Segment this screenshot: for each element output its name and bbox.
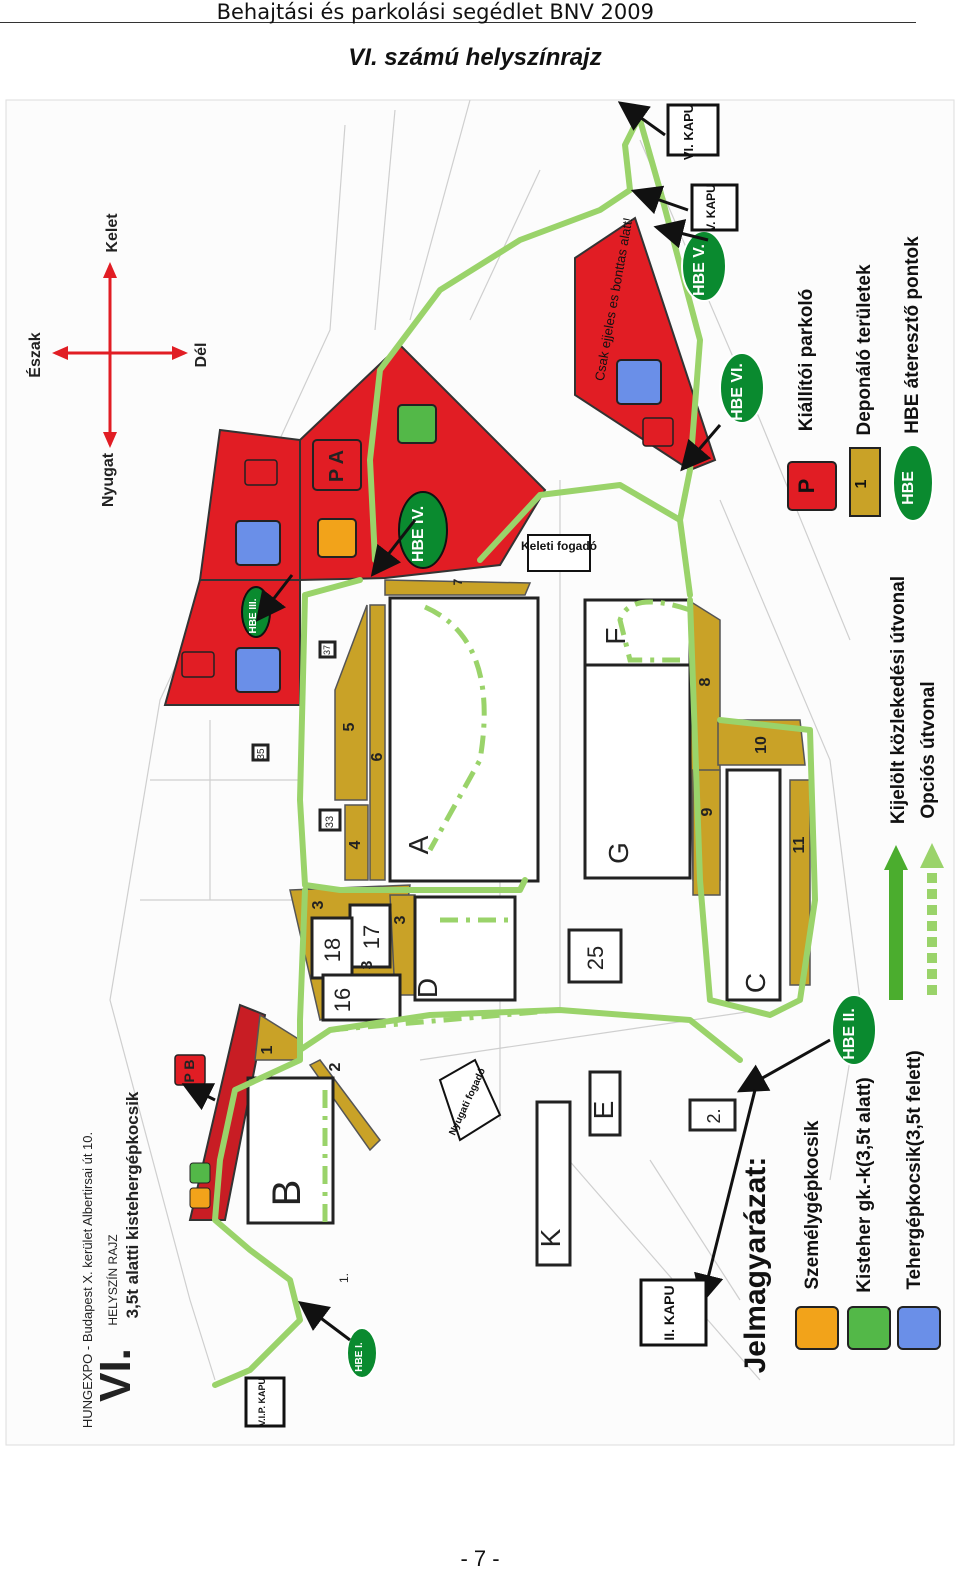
hall-33-label: 33 bbox=[324, 816, 336, 828]
hall-b-label: B bbox=[265, 1180, 309, 1207]
doc-title-block: VI. HUNGEXPO - Budapest X. kerület Alber… bbox=[80, 1091, 142, 1428]
van-icon bbox=[397, 404, 437, 444]
legend-title: Jelmagyarázat: bbox=[739, 1157, 772, 1374]
vehicle-icons bbox=[189, 359, 662, 1209]
compass bbox=[52, 262, 188, 448]
hall-k-label: K bbox=[535, 1228, 566, 1247]
hall-f-label: F bbox=[600, 627, 631, 644]
legend-item-optional: Opciós útvonal bbox=[918, 681, 939, 818]
legend-item-route: Kijelölt közlekedési útvonal bbox=[888, 576, 909, 824]
hbe-points bbox=[241, 230, 877, 1379]
svg-text:P: P bbox=[794, 479, 819, 494]
optional-routes bbox=[322, 599, 691, 1230]
hall-18-label: 18 bbox=[320, 938, 345, 962]
compass-north-label: Észak bbox=[25, 332, 44, 377]
hall-c-label: C bbox=[740, 973, 771, 993]
hall-35-label: 35 bbox=[256, 748, 267, 760]
hall-2-label: 2. bbox=[704, 1108, 724, 1123]
parking-signs bbox=[174, 417, 674, 1086]
legend-item-deposit: Deponáló területek bbox=[854, 264, 875, 435]
legend-deposit-number: 1 bbox=[853, 479, 870, 488]
legend-item-van: Kisteher gk.-k(3,5t alatt) bbox=[854, 1077, 875, 1292]
hall-a-label: A bbox=[403, 835, 434, 854]
legend-item-car: Személygépkocsik bbox=[802, 1120, 823, 1289]
deposit-7-label: 7 bbox=[451, 578, 465, 585]
legend: Jelmagyarázat: P 1 HBE Kiállítói parkoló… bbox=[739, 236, 944, 1374]
legend-hbe-label: HBE bbox=[900, 471, 917, 505]
hall-d-label: D bbox=[412, 978, 443, 998]
legend-truck-icon bbox=[897, 1306, 941, 1350]
hbe-vi-label: HBE VI. bbox=[729, 363, 746, 421]
doc-title-line1: HUNGEXPO - Budapest X. kerület Albertirs… bbox=[80, 1132, 95, 1428]
page-header: Behajtási és parkolási segédlet BNV 2009 bbox=[0, 0, 916, 24]
page-title: VI. számú helyszínrajz bbox=[0, 44, 960, 72]
parking-a-label: P A bbox=[326, 450, 348, 482]
page-number: - 7 - bbox=[460, 1546, 500, 1571]
legend-deposit-swatch bbox=[849, 447, 881, 517]
parking-p-labels: P A P B bbox=[181, 450, 348, 1083]
legend-car-icon bbox=[795, 1306, 839, 1350]
hbe-ii-label: HBE II. bbox=[841, 1008, 858, 1060]
deposit-labels: 1 2 3 3 3 4 5 6 7 8 9 10 11 bbox=[259, 578, 808, 1071]
gate-boxes bbox=[244, 103, 739, 1428]
hall-25-label: 25 bbox=[583, 946, 608, 970]
gate-vi-label: VI. KAPU bbox=[681, 104, 696, 160]
pointer-arrows bbox=[181, 101, 831, 1342]
truck-icon bbox=[235, 520, 281, 566]
deposit-5-label: 5 bbox=[341, 722, 358, 731]
legend-item-exhibitor-parking: Kiállítói parkoló bbox=[796, 289, 817, 432]
deposit-1-label: 1 bbox=[259, 1045, 276, 1054]
truck-icon bbox=[616, 359, 662, 405]
compass-west-label: Nyugat bbox=[100, 452, 117, 507]
legend-item-hbe: HBE áteresztő pontok bbox=[902, 236, 923, 434]
hbe-v-label: HBE V. bbox=[691, 244, 708, 296]
deposit-8-label: 8 bbox=[697, 677, 714, 686]
hall-g-label: G bbox=[603, 842, 634, 864]
legend-item-truck: Tehergépkocsik(3,5t felett) bbox=[904, 1050, 925, 1289]
hall-37-label: 37 bbox=[322, 645, 332, 655]
legend-van-icon bbox=[847, 1306, 891, 1350]
hall-labels: A B C D E F G K 16 17 18 25 33 35 37 2. … bbox=[256, 627, 771, 1283]
hall-16-label: 16 bbox=[330, 988, 355, 1012]
car-icon bbox=[317, 518, 357, 558]
legend-hbe-oval bbox=[892, 444, 934, 522]
doc-title-line3: 3,5t alatti kistehergépkocsik bbox=[123, 1091, 142, 1318]
gate-ii-label: II. KAPU bbox=[661, 1285, 677, 1340]
deposit-2-label: 2 bbox=[327, 1062, 344, 1071]
truck-icon bbox=[235, 647, 281, 693]
compass-south-label: Dél bbox=[193, 343, 210, 368]
page-title-text: VI. számú helyszínrajz bbox=[348, 44, 602, 71]
parking-b-label: P B bbox=[181, 1059, 197, 1082]
hall-e-label: E bbox=[588, 1101, 619, 1120]
gate-v-label: V. KAPU bbox=[704, 184, 718, 232]
legend-parking-icon bbox=[787, 461, 837, 511]
gate-vip-label: V.I.P. KAPU bbox=[257, 1378, 267, 1426]
header-text: Behajtási és parkolási segédlet BNV 2009 bbox=[216, 0, 654, 24]
deposit-4-label: 4 bbox=[347, 840, 364, 849]
doc-title-line2: HELYSZÍN RAJZ bbox=[105, 1234, 120, 1325]
deposit-3b-label: 3 bbox=[392, 915, 409, 924]
car-icon bbox=[189, 1187, 211, 1209]
compass-east-label: Kelet bbox=[104, 213, 121, 253]
deposit-10-label: 10 bbox=[753, 736, 770, 754]
hbe-iv-label: HBE IV. bbox=[410, 506, 427, 562]
doc-title-roman: VI. bbox=[91, 1348, 140, 1402]
van-icon bbox=[189, 1162, 211, 1184]
gate-labels: VI. KAPU V. KAPU V.I.P. KAPU II. KAPU bbox=[257, 104, 718, 1426]
hall-1-label: 1. bbox=[337, 1273, 351, 1283]
hbe-iii-label: HBE III. bbox=[248, 598, 259, 633]
deposit-11-label: 11 bbox=[791, 836, 808, 853]
street-lines bbox=[109, 99, 861, 1381]
compass-labels: Észak Dél Kelet Nyugat bbox=[25, 213, 210, 507]
east-entrance-label: Keleti fogadó bbox=[521, 539, 597, 553]
routes bbox=[212, 112, 818, 1388]
hall-17-label: 17 bbox=[359, 925, 384, 949]
deposit-3a-label: 3 bbox=[310, 900, 327, 909]
buildings bbox=[246, 596, 782, 1267]
deposit-3c-label: 3 bbox=[359, 960, 376, 969]
deposit-9-label: 9 bbox=[699, 807, 716, 816]
deposit-6-label: 6 bbox=[369, 752, 386, 761]
hbe-i-label: HBE I. bbox=[354, 1342, 365, 1372]
